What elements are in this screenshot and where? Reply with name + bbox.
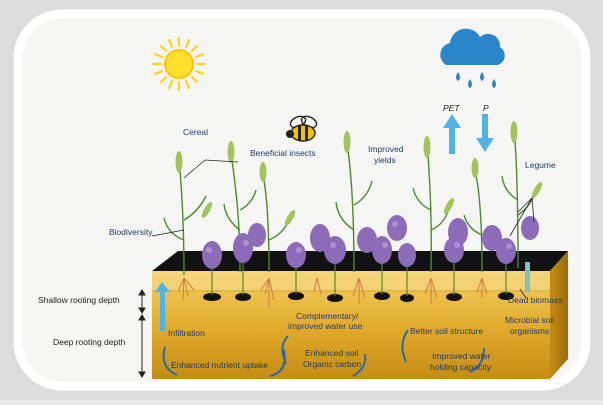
label-infiltration: Infiltration xyxy=(168,328,205,338)
sun-icon xyxy=(151,36,207,92)
label-shallow-rooting-depth: Shallow rooting depth xyxy=(38,295,120,305)
cereal-ears xyxy=(175,121,543,226)
pet-up-arrow xyxy=(443,114,461,154)
label-enhanced-soil-line2: Organic carbon xyxy=(303,359,362,369)
label-biodiversity: Biodiversity xyxy=(109,227,153,237)
label-dead-biomass: Dead biomass xyxy=(508,295,563,305)
label-microbial-line1: Microbial soil xyxy=(505,315,555,325)
rooting-depth-brackets xyxy=(138,289,146,378)
label-enhanced-soil-line1: Enhanced soil xyxy=(305,348,359,358)
roots xyxy=(177,277,488,308)
label-beneficial-insects: Beneficial insects xyxy=(250,148,316,158)
infiltration-arrow xyxy=(155,282,170,331)
rain-cloud-icon xyxy=(440,28,505,88)
label-pet: PET xyxy=(443,103,460,113)
label-cereal: Cereal xyxy=(183,127,209,137)
label-complementary-line2: improved water use xyxy=(288,321,363,331)
cereal-plants xyxy=(163,139,537,276)
soil-side-face xyxy=(550,251,568,379)
legume-plants xyxy=(202,215,539,296)
soil-block xyxy=(152,251,568,379)
process-arrows xyxy=(162,329,485,377)
label-deep-rooting-depth: Deep rooting depth xyxy=(53,337,126,347)
label-improved-water-line1: Improved water xyxy=(432,351,491,361)
label-improved-water-line2: holding capacity xyxy=(430,362,491,372)
bee-icon xyxy=(286,115,318,142)
dead-biomass-marker xyxy=(525,262,530,292)
label-enhanced-nutrient-uptake: Enhanced nutrient uptake xyxy=(171,360,268,370)
label-improved-yields-line1: Improved xyxy=(368,144,404,154)
label-improved-yields-line2: yields xyxy=(374,155,396,165)
precipitation-down-arrow xyxy=(476,114,494,152)
root-clumps xyxy=(203,292,514,302)
label-complementary-line1: Complementary/ xyxy=(296,311,359,321)
soil-surface xyxy=(152,251,568,271)
label-legume: Legume xyxy=(525,160,556,170)
leader-lines xyxy=(151,159,535,299)
label-p: P xyxy=(483,103,489,113)
label-better-soil-structure: Better soil structure xyxy=(410,326,484,336)
label-microbial-line2: organisms xyxy=(510,326,550,336)
